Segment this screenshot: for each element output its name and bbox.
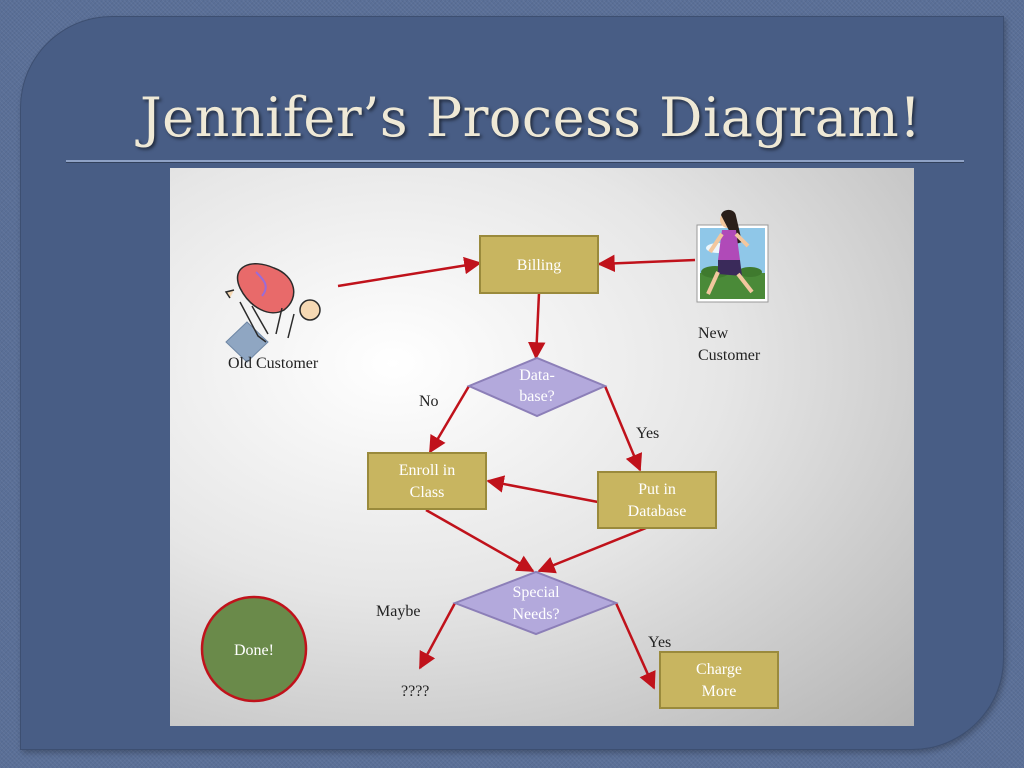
arrow-new-customer-to-billing bbox=[597, 254, 696, 273]
arrow-old-customer-to-billing bbox=[337, 256, 482, 288]
process-diagram: Old Customer New Customer Billing bbox=[170, 168, 914, 726]
arrow-put-to-enroll bbox=[486, 475, 599, 504]
connectors bbox=[337, 254, 696, 690]
database-decision-label-line1: Data- bbox=[519, 367, 555, 384]
special-needs-label-line1: Special bbox=[512, 584, 560, 601]
billing-label: Billing bbox=[517, 257, 561, 274]
new-customer-icon bbox=[696, 209, 769, 303]
done-label: Done! bbox=[234, 642, 274, 659]
no-label: No bbox=[419, 393, 439, 410]
special-needs-decision-node: Special Needs? bbox=[452, 570, 619, 636]
database-decision-label-line2: base? bbox=[519, 388, 555, 405]
new-customer-label-line2: Customer bbox=[698, 347, 761, 364]
enroll-label-line2: Class bbox=[410, 484, 445, 501]
arrow-special-yes-to-charge bbox=[614, 602, 656, 690]
charge-more-label-line2: More bbox=[702, 683, 737, 700]
arrow-put-to-special bbox=[537, 526, 647, 574]
database-decision-node: Data- base? bbox=[466, 356, 608, 418]
put-in-database-node: Put in Database bbox=[597, 471, 717, 529]
done-node: Done! bbox=[200, 595, 308, 703]
enroll-label-line1: Enroll in bbox=[399, 462, 455, 479]
old-customer-label: Old Customer bbox=[228, 355, 319, 372]
enroll-node: Enroll in Class bbox=[367, 452, 487, 510]
yes-label-database: Yes bbox=[636, 425, 659, 442]
slide-title: Jennifer’s Process Diagram! bbox=[140, 86, 922, 149]
arrow-database-yes-to-put bbox=[603, 385, 643, 472]
unknown-outcome-label: ???? bbox=[401, 683, 429, 700]
old-customer-icon bbox=[224, 263, 321, 363]
yes-label-special: Yes bbox=[648, 634, 671, 651]
title-divider bbox=[66, 160, 964, 162]
billing-node: Billing bbox=[479, 235, 599, 294]
new-customer-label-line1: New bbox=[698, 325, 729, 342]
arrow-database-no-to-enroll bbox=[428, 385, 471, 454]
charge-more-node: Charge More bbox=[659, 651, 779, 709]
arrow-enroll-to-special bbox=[425, 508, 535, 573]
charge-more-label-line1: Charge bbox=[696, 661, 742, 678]
maybe-label: Maybe bbox=[376, 603, 420, 620]
special-needs-label-line2: Needs? bbox=[512, 606, 559, 623]
arrow-billing-to-database bbox=[527, 292, 546, 360]
put-in-database-label-line2: Database bbox=[628, 503, 687, 520]
put-in-database-label-line1: Put in bbox=[638, 481, 676, 498]
arrow-special-maybe bbox=[418, 602, 457, 670]
diagram-canvas: Old Customer New Customer Billing bbox=[200, 209, 779, 709]
